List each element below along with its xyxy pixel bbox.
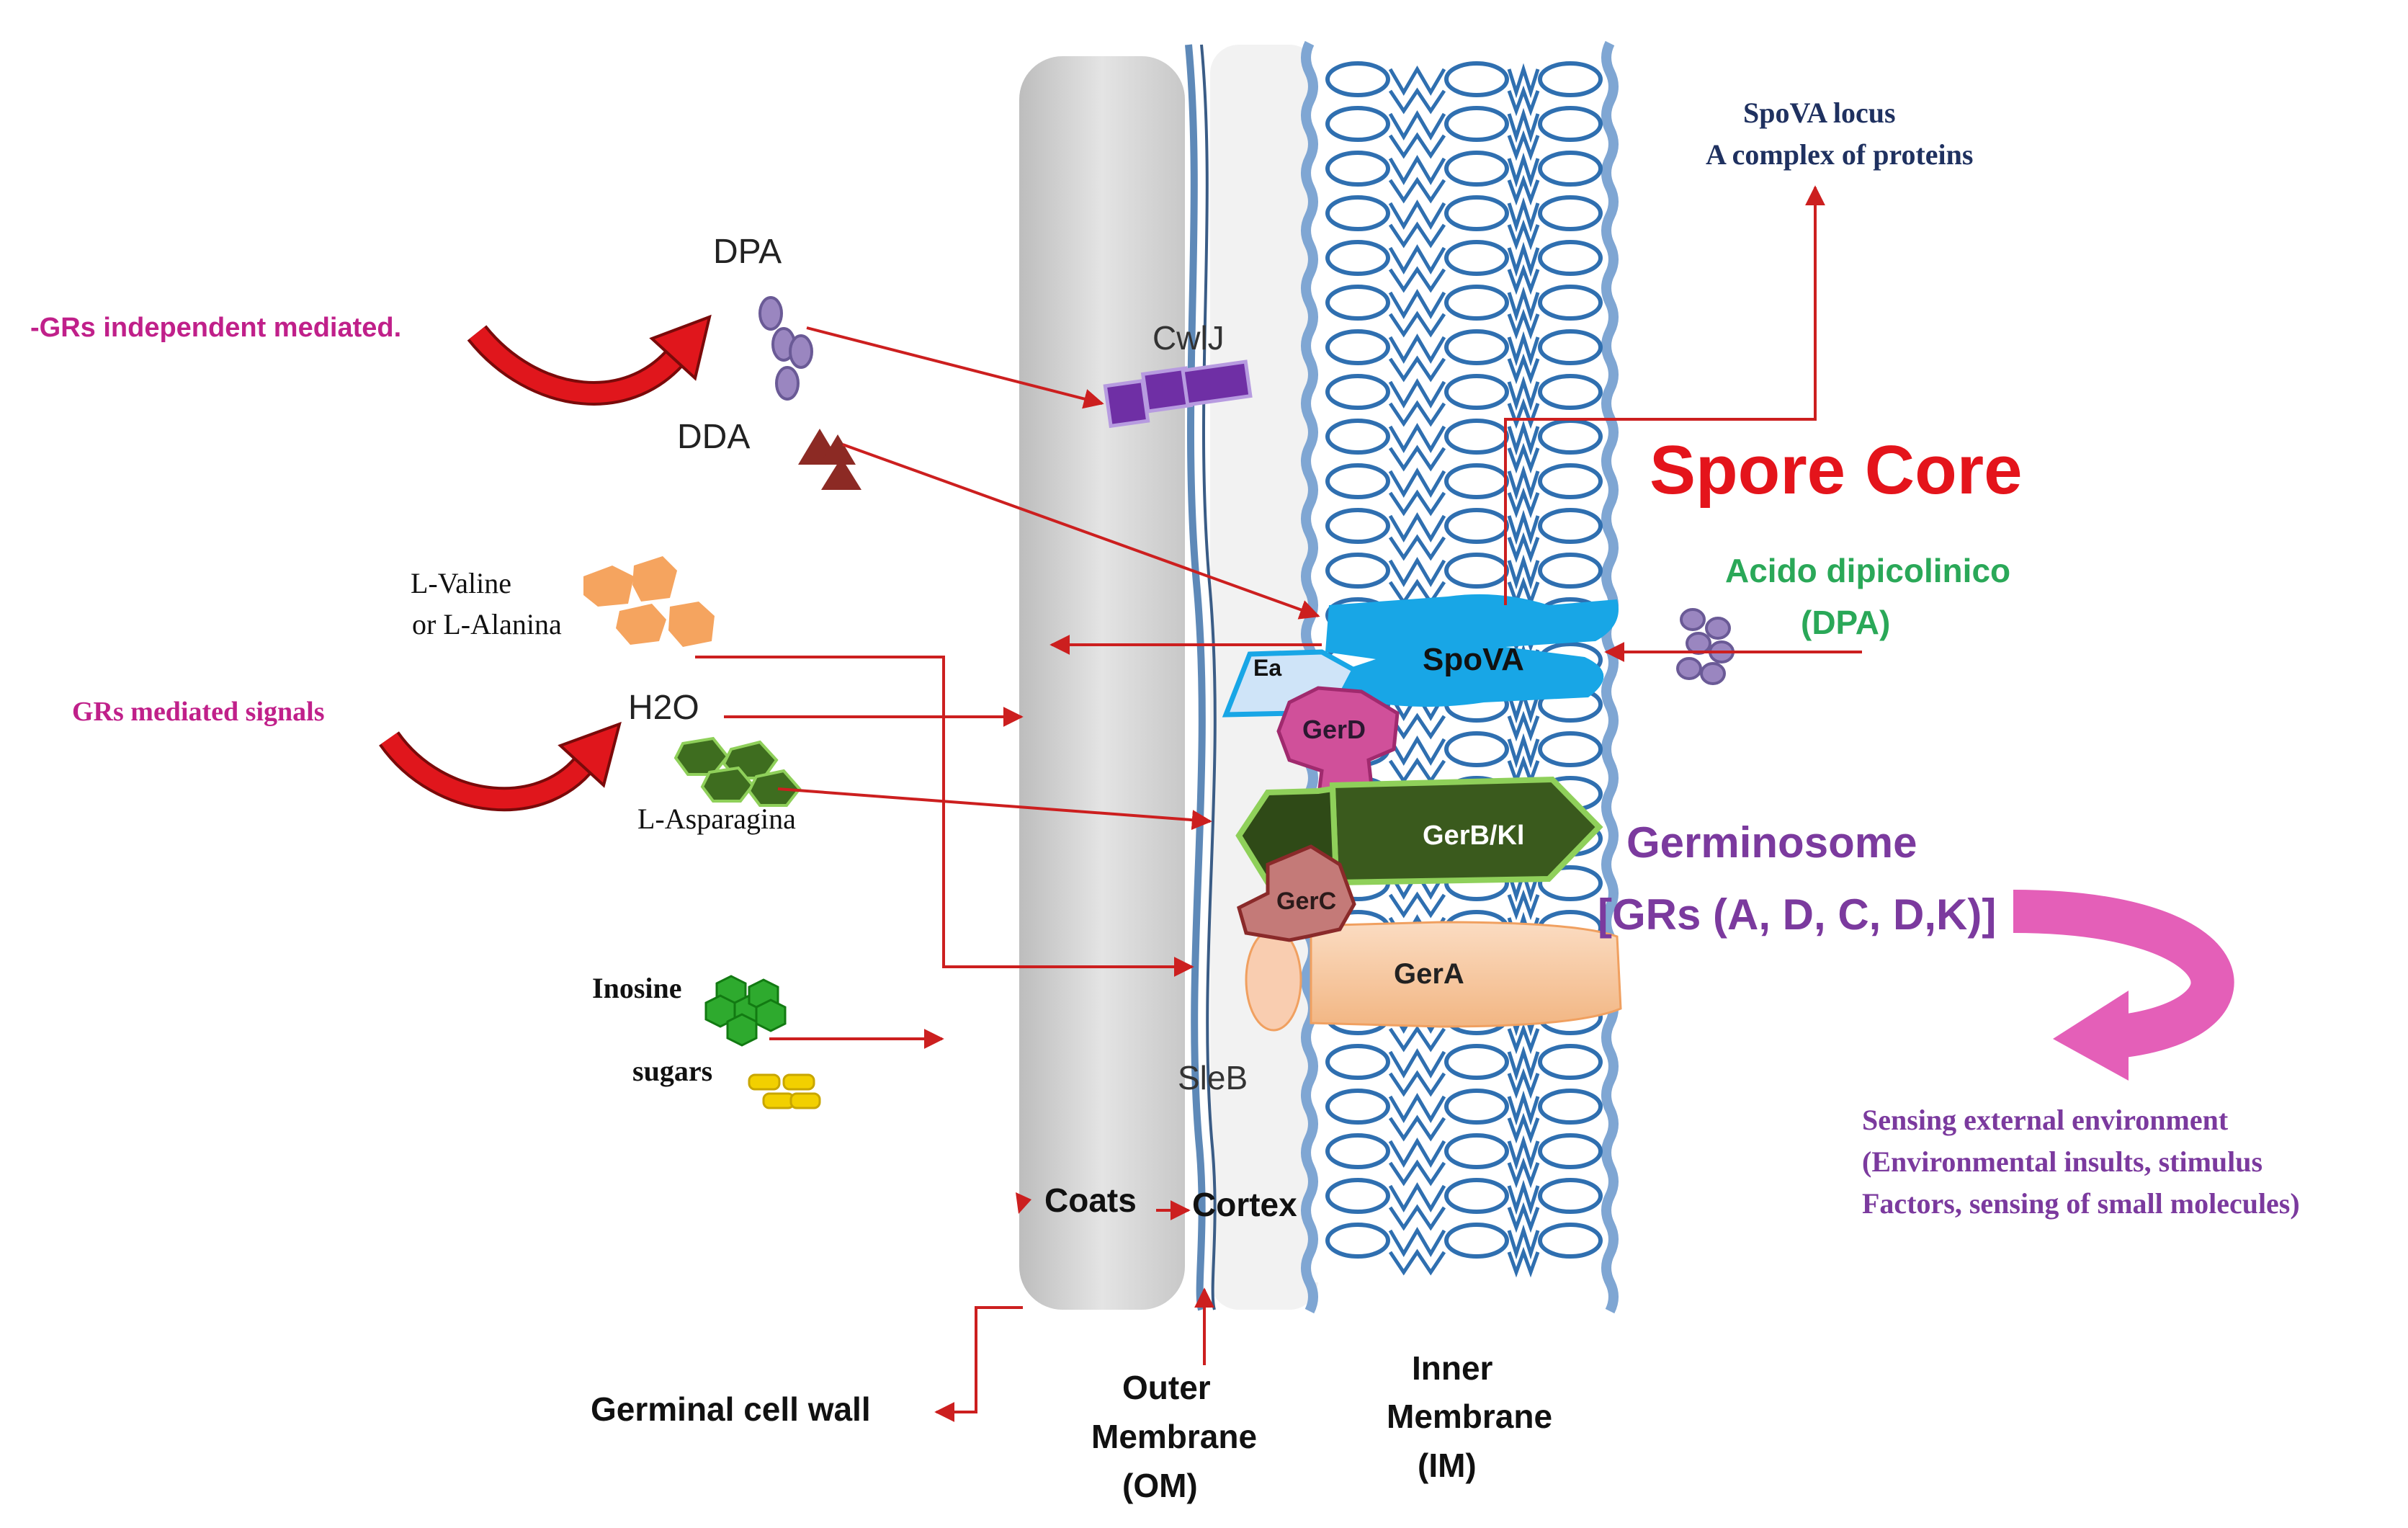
- label-cortex: Cortex: [1192, 1186, 1297, 1223]
- arrow-dpa-to-cwlj: [806, 326, 1104, 409]
- outer-membrane: [1185, 44, 1206, 1311]
- label-cwlj: CwlJ: [1152, 319, 1225, 357]
- label-dda: DDA: [677, 418, 750, 456]
- label-germinal-cell-wall: Germinal cell wall: [591, 1390, 871, 1428]
- germinosome-curved-arrow: [2013, 890, 2234, 1081]
- label-acido-2: (DPA): [1801, 604, 1890, 641]
- l-valine-molecule: [583, 556, 715, 647]
- label-ea: Ea: [1253, 655, 1281, 681]
- label-gera: GerA: [1394, 958, 1464, 990]
- label-gerd: GerD: [1302, 715, 1366, 744]
- label-inner-membrane-3: (IM): [1418, 1447, 1477, 1484]
- label-l-asparagina: L-Asparagina: [637, 803, 796, 835]
- spova-protein: [1325, 594, 1619, 707]
- core-dpa-molecule: [1676, 608, 1735, 685]
- gera-lobe: [1245, 928, 1302, 1032]
- label-outer-membrane-3: (OM): [1122, 1467, 1198, 1504]
- arrow-valine-to-outer-membrane: [695, 656, 1194, 977]
- coats-pointer-mark: [1016, 1192, 1031, 1214]
- l-asparagina-molecule: [673, 736, 802, 807]
- label-germinosome: Germinosome: [1626, 818, 1917, 867]
- label-inner-membrane-2: Membrane: [1387, 1398, 1552, 1435]
- arrow-spova-to-locus: [1504, 185, 1825, 605]
- label-outer-membrane-1: Outer: [1122, 1369, 1211, 1406]
- label-l-valine-1: L-Valine: [411, 567, 511, 599]
- label-spore-core: Spore Core: [1650, 432, 2022, 509]
- label-acido-1: Acido dipicolinico: [1725, 552, 2010, 589]
- cwlj-protein: [1103, 359, 1253, 429]
- gerc-protein: [1237, 844, 1356, 942]
- label-gr-mediated: GRs mediated signals: [72, 697, 324, 727]
- dda-molecule: [798, 429, 861, 490]
- label-l-valine-2: or L-Alanina: [412, 608, 562, 640]
- label-gerb: GerB/Kl: [1423, 821, 1524, 851]
- label-outer-membrane-2: Membrane: [1091, 1418, 1257, 1455]
- label-sensing-2: (Environmental insults, stimulus: [1862, 1145, 2262, 1178]
- label-inner-membrane-1: Inner: [1412, 1349, 1493, 1387]
- outer-membrane-inner: [1200, 44, 1217, 1310]
- label-grs-list: [GRs (A, D, C, D,K)]: [1598, 890, 1996, 939]
- arrow-dda-to-spova: [842, 443, 1320, 620]
- label-sensing-1: Sensing external environment: [1862, 1104, 2229, 1136]
- label-h2o: H2O: [628, 689, 699, 727]
- inosine-molecule: [704, 975, 787, 1047]
- arrow-coats-to-germinal-wall: [934, 1306, 1023, 1422]
- label-coats: Coats: [1044, 1181, 1137, 1219]
- gr-independent-curved-arrow: [467, 314, 712, 406]
- coats-layer: [1019, 56, 1185, 1310]
- label-inosine: Inosine: [592, 972, 682, 1004]
- label-gr-independent: -GRs independent mediated.: [30, 313, 401, 343]
- arrow-asparagina-to-gerb: [777, 787, 1212, 831]
- label-gerc: GerC: [1276, 888, 1336, 915]
- label-spova-locus-2: A complex of proteins: [1706, 138, 1973, 171]
- label-dpa: DPA: [713, 233, 782, 271]
- label-sleb: SleB: [1178, 1059, 1248, 1096]
- label-spova: SpoVA: [1423, 642, 1524, 677]
- label-sugars: sugars: [632, 1055, 712, 1087]
- label-sensing-3: Factors, sensing of small molecules): [1862, 1187, 2300, 1220]
- gera-protein: [1310, 921, 1622, 1028]
- label-spova-locus-1: SpoVA locus: [1743, 97, 1896, 129]
- dpa-molecule: [758, 296, 813, 401]
- gr-mediated-curved-arrow: [379, 721, 622, 812]
- sugars-molecule: [748, 1073, 821, 1109]
